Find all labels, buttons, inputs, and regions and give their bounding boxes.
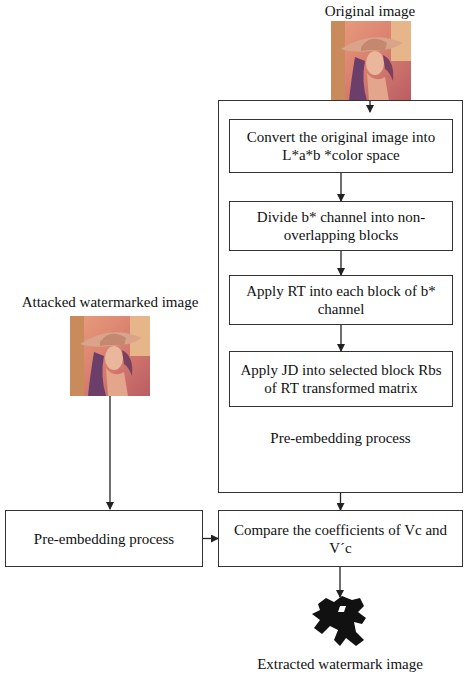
arrow xyxy=(109,396,110,509)
flow-arrow xyxy=(340,173,341,201)
box-text: Compare the coefficients of Vc and V´c xyxy=(227,521,454,557)
process-box: Apply JD into selected block Rbs of RT t… xyxy=(229,351,453,407)
flow-arrow xyxy=(340,493,341,510)
image-label: Attacked watermarked image xyxy=(0,293,220,311)
box-text: Apply RT into each block of b* channel xyxy=(238,282,444,318)
image-label: Extracted watermark image xyxy=(230,655,450,673)
flow-arrow xyxy=(340,325,341,351)
group-title: Pre-embedding process xyxy=(219,430,462,447)
process-box: Divide b* channel into non-overlapping b… xyxy=(229,201,453,251)
process-group: Pre-embedding process Convert the origina… xyxy=(218,100,463,493)
process-box: Pre-embedding process xyxy=(5,510,203,567)
original-image xyxy=(331,21,411,101)
box-text: Divide b* channel into non-overlapping b… xyxy=(238,208,444,244)
arrow xyxy=(369,101,370,112)
process-box: Compare the coefficients of Vc and V´c xyxy=(218,510,463,567)
image-label: Original image xyxy=(270,2,470,20)
box-text: Pre-embedding process xyxy=(34,530,174,548)
box-text: Convert the original image into L*a*b *c… xyxy=(238,128,444,164)
arrow xyxy=(339,567,340,597)
process-box: Apply RT into each block of b* channel xyxy=(229,275,453,325)
watermark-logo xyxy=(312,596,366,646)
attacked-image xyxy=(70,316,150,396)
flow-arrow xyxy=(203,538,218,539)
box-text: Apply JD into selected block Rbs of RT t… xyxy=(238,361,444,397)
flow-arrow xyxy=(340,251,341,275)
process-box: Convert the original image into L*a*b *c… xyxy=(229,119,453,173)
